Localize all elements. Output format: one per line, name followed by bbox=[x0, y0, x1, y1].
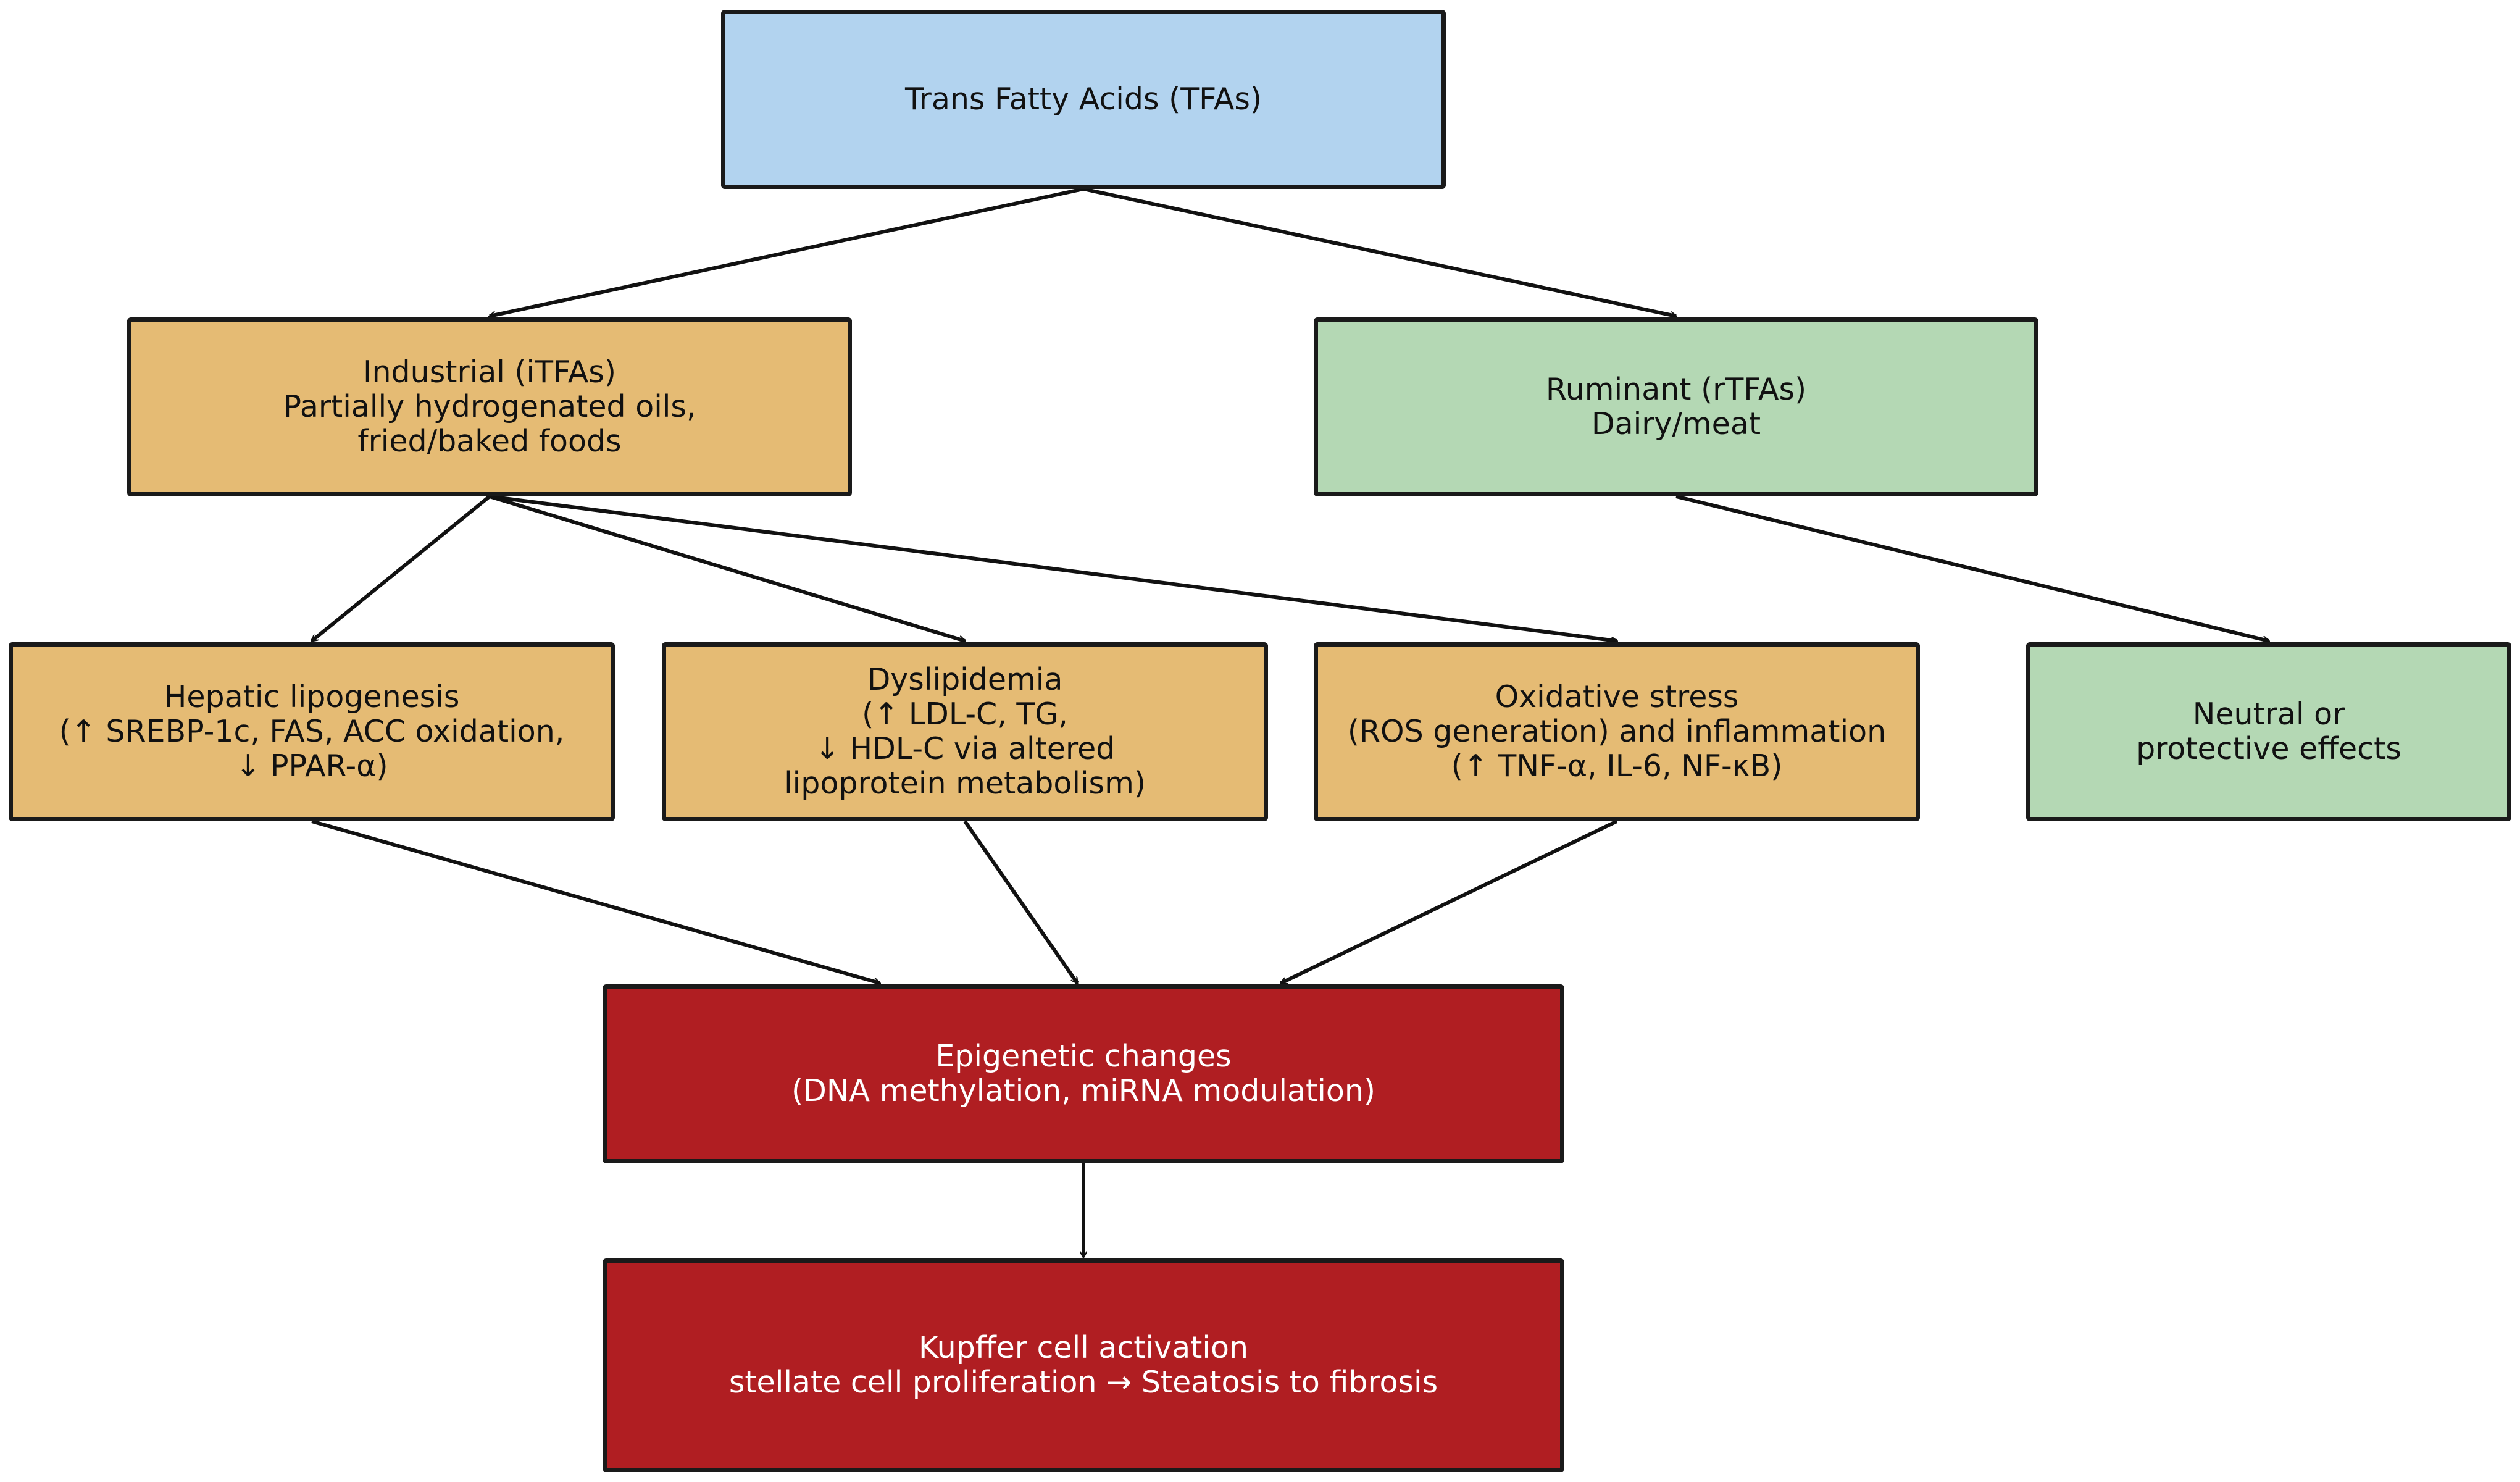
node-text-line: (↑ SREBP-1c, FAS, ACC oxidation, bbox=[59, 714, 565, 749]
node-text-line: protective effects bbox=[2136, 731, 2401, 766]
node-trans-fatty-acids: Trans Fatty Acids (TFAs) bbox=[721, 10, 1446, 189]
node-text-line: (↑ LDL-C, TG, bbox=[862, 697, 1068, 732]
node-text-line: Industrial (iTFAs) bbox=[363, 354, 616, 390]
node-text-line: Partially hydrogenated oils, bbox=[283, 389, 696, 424]
arrow-root-to-industrial bbox=[490, 187, 1084, 316]
node-text-line: Ruminant (rTFAs) bbox=[1545, 372, 1807, 407]
arrow-oxidative-to-epigenetic bbox=[1281, 819, 1618, 985]
node-text-line: Oxidative stress bbox=[1495, 679, 1739, 714]
arrow-ruminant-to-neutral bbox=[1675, 495, 2269, 641]
arrow-hepatic-to-epigenetic bbox=[311, 819, 880, 983]
node-text-line: fried/baked foods bbox=[357, 424, 622, 459]
node-industrial-itfas: Industrial (iTFAs)Partially hydrogenated… bbox=[127, 317, 852, 496]
node-text-line: (↑ TNF-α, IL-6, NF-κB) bbox=[1451, 748, 1783, 784]
node-text-line: (ROS generation) and inflammation bbox=[1347, 714, 1887, 749]
node-text-line: (DNA methylation, miRNA modulation) bbox=[791, 1073, 1376, 1108]
node-dyslipidemia: Dyslipidemia(↑ LDL-C, TG,↓ HDL-C via alt… bbox=[662, 642, 1268, 821]
node-text-line: Epigenetic changes bbox=[935, 1039, 1232, 1074]
arrow-dyslipidemia-to-epigenetic bbox=[963, 820, 1079, 983]
node-text-line: Neutral or bbox=[2192, 697, 2345, 732]
node-text-line: Trans Fatty Acids (TFAs) bbox=[904, 82, 1262, 117]
node-text-line: stellate cell proliferation → Steatosis … bbox=[728, 1365, 1438, 1400]
node-text-line: ↓ HDL-C via altered bbox=[814, 731, 1116, 766]
node-oxidative-stress: Oxidative stress(ROS generation) and inf… bbox=[1314, 642, 1920, 821]
arrow-root-to-ruminant bbox=[1083, 187, 1676, 316]
arrow-industrial-to-dyslipidemia bbox=[489, 495, 965, 641]
node-text-line: lipoprotein metabolism) bbox=[784, 766, 1146, 801]
node-hepatic-lipogenesis: Hepatic lipogenesis(↑ SREBP-1c, FAS, ACC… bbox=[9, 642, 615, 821]
arrow-industrial-to-hepatic bbox=[312, 495, 491, 643]
node-text-line: Kupffer cell activation bbox=[918, 1330, 1249, 1365]
node-text-line: Dairy/meat bbox=[1591, 406, 1761, 442]
node-text-line: Dyslipidemia bbox=[867, 662, 1063, 697]
node-text-line: Hepatic lipogenesis bbox=[164, 679, 460, 714]
node-text-line: ↓ PPAR-α) bbox=[235, 748, 388, 784]
node-epigenetic-changes: Epigenetic changes(DNA methylation, miRN… bbox=[603, 984, 1564, 1163]
arrow-industrial-to-oxidative bbox=[489, 495, 1617, 641]
node-ruminant-rtfas: Ruminant (rTFAs)Dairy/meat bbox=[1314, 317, 2038, 496]
